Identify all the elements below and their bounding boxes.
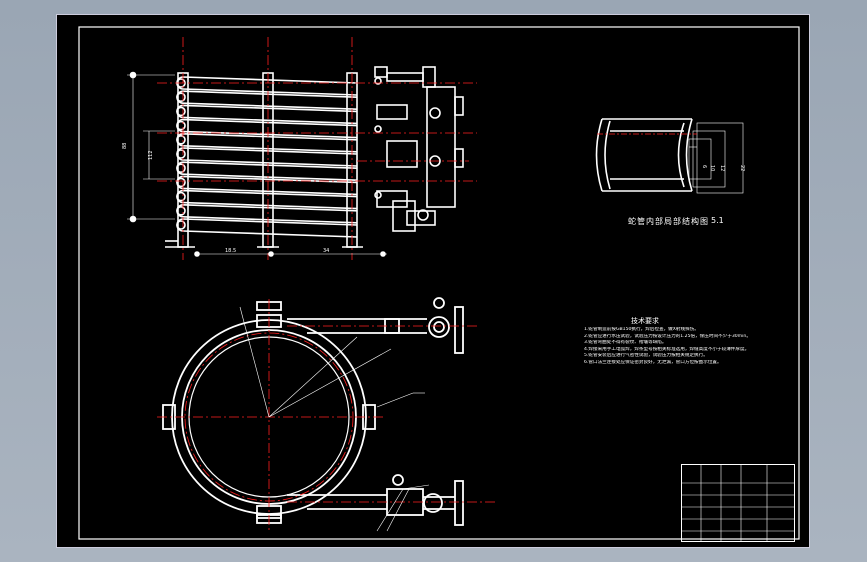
coil-bend <box>176 163 186 173</box>
flange-bottom <box>454 480 464 526</box>
dim-tube-d: 22 <box>739 165 745 171</box>
coil-bend <box>176 206 186 216</box>
dim-bottom-b: 34 <box>323 248 329 254</box>
plan-view <box>162 297 464 526</box>
header-block-top <box>374 66 388 78</box>
plan-centerlines <box>157 299 497 531</box>
note-line: 6.管口法兰连接处应保证密封良好，无泄漏，管口方位按图示位置。 <box>584 359 722 365</box>
tube-left-outer <box>595 118 603 192</box>
title-block <box>681 464 795 542</box>
drawing-sheet: 88 112 18.5 34 <box>56 14 810 548</box>
tube-right-outer <box>685 118 693 192</box>
note-line: 2.蛇管应进行水压试验，试验压力按设计压力的1.25倍，保压时间不少于30min… <box>584 333 751 339</box>
coil-bend <box>176 106 186 117</box>
header-pipe <box>426 86 456 208</box>
dim-tube-b: 10 <box>709 165 715 171</box>
coil-bend <box>176 177 186 188</box>
coil-bend <box>176 149 186 159</box>
dim-tube-c: 12 <box>719 165 725 171</box>
tech-requirements-notes: 1.蛇管制造前按GB150执行，焊后检查，做X射线探伤。 2.蛇管应进行水压试验… <box>584 327 774 367</box>
coil-turns <box>176 76 358 238</box>
coil-bend <box>176 120 186 131</box>
dim-total-height: 88 <box>122 143 128 149</box>
dim-pitch: 112 <box>148 150 154 160</box>
figure-number: 5.1 <box>711 216 724 225</box>
tech-requirements-title: 技术要求 <box>631 317 659 325</box>
detail-caption: 蛇管内部局部结构图 <box>628 217 709 226</box>
title-block-grid <box>681 464 795 542</box>
coil-bend <box>176 92 186 102</box>
detail-dimensions <box>688 122 744 194</box>
detail-view <box>595 118 693 192</box>
note-line: 1.蛇管制造前按GB150执行，焊后检查，做X射线探伤。 <box>584 327 699 332</box>
dim-bottom-a: 18.5 <box>225 248 236 254</box>
front-dimensions <box>127 71 387 257</box>
coil-bend <box>176 191 186 202</box>
note-line: 4.焊接采用手工电弧焊，焊条型号按相关标准选用，焊缝高度不小于较薄件厚度。 <box>584 346 750 352</box>
front-centerlines <box>157 37 477 260</box>
cad-drawing: 88 112 18.5 34 <box>78 26 800 542</box>
inner-frame <box>78 26 800 540</box>
coil-bend <box>176 220 186 230</box>
front-view <box>165 66 464 248</box>
dim-tube-a: 6 <box>701 165 707 168</box>
note-line: 3.蛇管弯曲处不得有裂纹、褶皱等缺陷。 <box>584 340 667 346</box>
plan-leaders <box>239 306 430 532</box>
flange-top <box>454 306 464 354</box>
coil-bend <box>176 135 186 145</box>
note-line: 5.蛇管安装后应进行气密性试验，试验压力按相关规定执行。 <box>584 353 708 359</box>
